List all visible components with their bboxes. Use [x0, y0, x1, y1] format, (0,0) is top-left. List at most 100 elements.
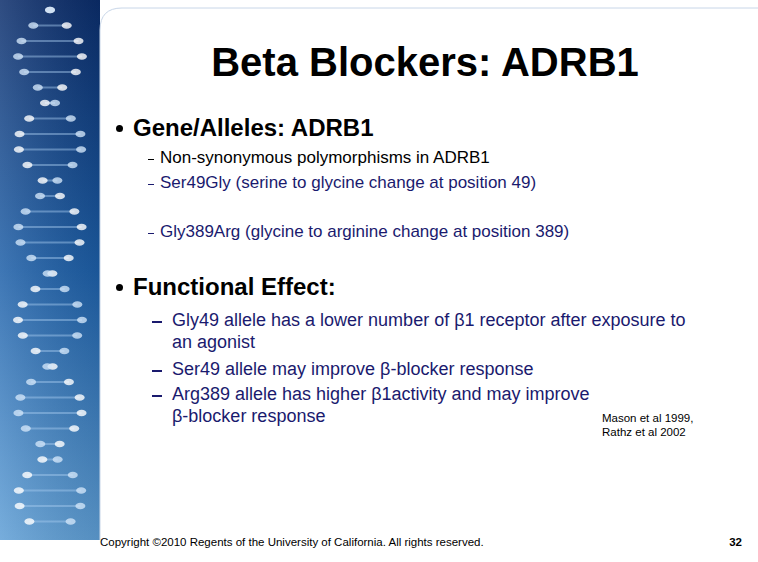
effect-item: Gly49 allele has a lower number of β1 re… [172, 310, 692, 353]
helix-bead [71, 69, 81, 75]
helix-bead [14, 487, 24, 493]
helix-rung [31, 257, 68, 259]
page-number: 32 [712, 536, 742, 550]
helix-bead [15, 131, 25, 137]
helix-rung [19, 490, 81, 492]
helix-rung [23, 335, 77, 337]
panel-outline [100, 8, 758, 540]
helix-rung [20, 242, 79, 244]
dna-strip-shade [0, 0, 100, 540]
helix-bead [55, 441, 65, 447]
helix-rung [29, 118, 71, 120]
helix-bead [18, 301, 28, 307]
bullet-endash [152, 321, 162, 323]
bullet-endash [152, 395, 162, 397]
bullet-dot [116, 125, 123, 132]
helix-bead [15, 239, 25, 245]
helix-bead [72, 332, 82, 338]
helix-bead [35, 193, 45, 199]
helix-rung [20, 505, 81, 507]
helix-bead [72, 301, 82, 307]
helix-bead [53, 456, 63, 462]
helix-bead [24, 518, 34, 524]
bullet-dash [148, 184, 154, 186]
helix-bead [15, 503, 25, 509]
slide-title: Beta Blockers: ADRB1 [110, 38, 740, 86]
helix-bead [40, 100, 50, 106]
helix-rung [27, 474, 73, 476]
bullet-dash [148, 233, 154, 235]
helix-bead [31, 348, 41, 354]
sub-item: Ser49Gly (serine to glycine change at po… [160, 173, 705, 193]
helix-bead [77, 224, 87, 230]
helix-bead [21, 425, 31, 431]
helix-rung [18, 226, 81, 228]
helix-bead [22, 162, 32, 168]
helix-rung [19, 149, 81, 151]
helix-rung [33, 25, 66, 27]
helix-bead [13, 410, 23, 416]
helix-bead [69, 208, 79, 214]
helix-rung [20, 133, 81, 135]
helix-bead [52, 177, 62, 183]
helix-bead [37, 456, 47, 462]
helix-bead [43, 270, 53, 276]
helix-bead [75, 394, 85, 400]
helix-bead [30, 286, 40, 292]
sub-item: Non-synonymous polymorphisms in ADRB1 [160, 148, 720, 168]
helix-bead [60, 286, 70, 292]
helix-bead [13, 317, 23, 323]
helix-bead [57, 84, 67, 90]
helix-bead [15, 394, 25, 400]
helix-bead [26, 379, 36, 385]
helix-bead [66, 115, 76, 121]
helix-bead [59, 348, 69, 354]
helix-bead [68, 162, 78, 168]
helix-rung [20, 397, 79, 399]
effect-item: Ser49 allele may improve β-blocker respo… [172, 359, 712, 381]
effect-item: Arg389 allele has higher β1activity and … [172, 384, 592, 427]
sub-item: Gly389Arg (glycine to arginine change at… [160, 222, 705, 242]
dna-strip [0, 0, 100, 540]
bullet-heading: Functional Effect: [133, 273, 733, 302]
helix-bead [64, 379, 74, 385]
helix-bead [74, 38, 84, 44]
helix-rung [21, 40, 78, 42]
bullet-dot [116, 284, 123, 291]
helix-bead [75, 131, 85, 137]
helix-bead [62, 22, 72, 28]
helix-bead [75, 503, 85, 509]
helix-bead [76, 487, 86, 493]
helix-rung [18, 412, 81, 414]
helix-bead [50, 100, 60, 106]
helix-bead [68, 472, 78, 478]
helix-bead [33, 84, 43, 90]
helix-rung [18, 56, 82, 58]
helix-bead [45, 7, 55, 13]
helix-bead [38, 177, 48, 183]
helix-rung [26, 428, 74, 430]
helix-bead [75, 239, 85, 245]
helix-rung [24, 71, 76, 73]
helix-rung [26, 211, 75, 213]
helix-rung [27, 164, 72, 166]
helix-bead [76, 146, 86, 152]
helix-bead [16, 38, 26, 44]
helix-rung [31, 381, 69, 383]
bullet-endash [152, 370, 162, 372]
helix-bead [45, 7, 55, 13]
reference-note: Mason et al 1999, Rathz et al 2002 [602, 412, 720, 440]
helix-bead [22, 472, 32, 478]
dna-helix [13, 7, 87, 525]
helix-bead [42, 363, 52, 369]
panel-edge [100, 0, 758, 540]
helix-bead [77, 317, 87, 323]
helix-bead [19, 69, 29, 75]
helix-bead [77, 410, 87, 416]
helix-bead [24, 115, 34, 121]
bullet-dash [148, 159, 154, 161]
helix-bead [18, 332, 28, 338]
helix-rung [29, 521, 70, 523]
